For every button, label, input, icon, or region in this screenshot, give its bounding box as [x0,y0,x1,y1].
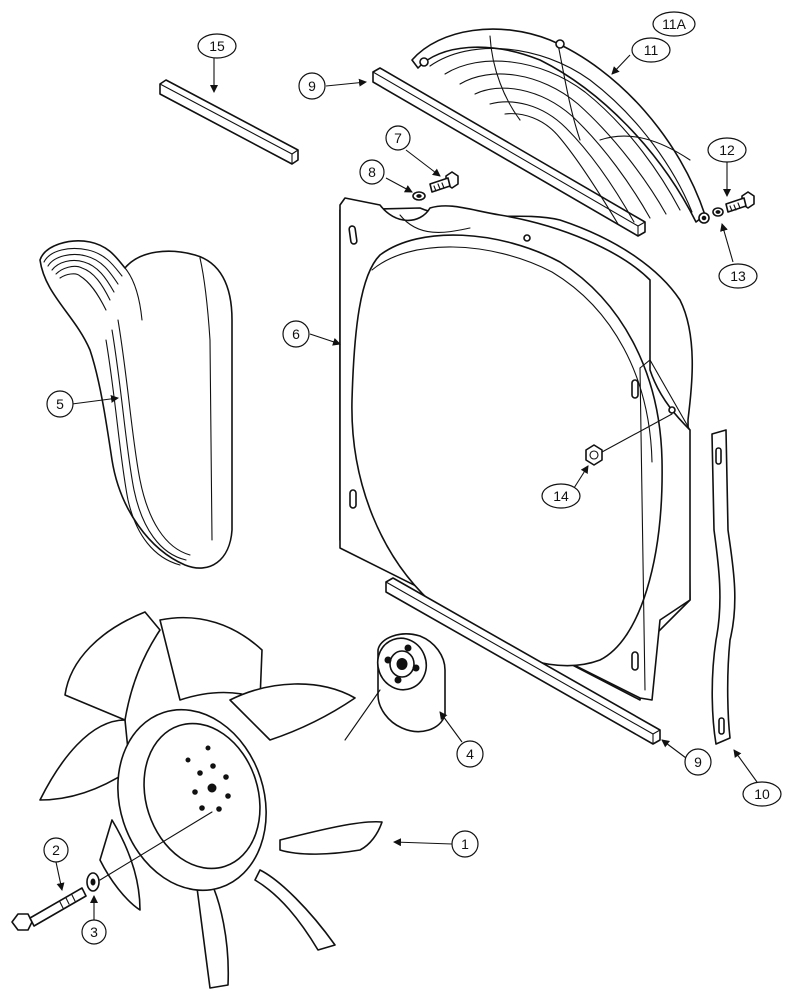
callout-9-top: 9 [298,72,326,100]
callout-4: 4 [456,740,484,768]
callout-11: 11 [631,37,671,63]
svg-text:10: 10 [754,786,770,802]
bolt-2 [11,887,87,931]
callout-1: 1 [451,830,479,858]
nut-14 [585,413,673,466]
leader-5 [71,394,119,405]
callout-15: 15 [197,33,237,59]
washer-8 [412,191,426,201]
leader-1 [393,838,453,847]
leader-8 [385,177,413,193]
bracket-10 [711,429,736,745]
svg-text:2: 2 [52,842,60,858]
callout-11a: 11A [652,11,696,37]
callout-3: 3 [81,919,107,945]
svg-text:13: 13 [730,268,746,284]
svg-text:6: 6 [292,326,300,342]
callout-10: 10 [742,781,782,807]
callout-13: 13 [718,263,758,289]
seal-strip-bottom-9 [385,577,661,745]
leader-13 [720,223,734,263]
svg-text:9: 9 [694,754,702,770]
leader-4 [439,711,463,743]
leader-6 [309,333,341,346]
drive-belt-5 [39,240,233,569]
leader-2 [55,861,65,891]
svg-text:9: 9 [308,78,316,94]
svg-text:5: 5 [56,396,64,412]
svg-text:15: 15 [209,38,225,54]
svg-text:11: 11 [644,42,659,58]
svg-text:12: 12 [719,142,735,158]
svg-text:14: 14 [553,488,569,504]
fan-1 [39,611,383,989]
fan-guard-11 [411,28,710,225]
svg-text:7: 7 [394,130,402,146]
seal-strip-top-9 [372,67,646,237]
washer-13 [712,207,724,217]
callout-8: 8 [359,159,385,185]
callout-9-bottom: 9 [684,748,712,776]
leader-9-top [325,78,367,87]
svg-text:11A: 11A [662,16,687,32]
callout-12: 12 [707,137,747,163]
svg-text:1: 1 [461,836,469,852]
leader-14 [573,465,589,489]
callout-2: 2 [43,837,69,863]
callout-6: 6 [282,320,310,348]
callout-5: 5 [46,390,74,418]
spacer-4 [344,633,446,741]
washer-3 [86,872,100,892]
callout-7: 7 [385,125,411,151]
callout-14: 14 [541,483,581,509]
svg-text:4: 4 [466,746,474,762]
leader-9-bottom [661,739,687,759]
svg-text:3: 3 [90,924,98,940]
bolt-7 [429,171,459,193]
fan-shroud-6 [339,197,694,701]
leader-10 [733,749,758,783]
filler-strip-15 [159,79,299,165]
leader-11 [611,54,631,75]
svg-text:8: 8 [368,164,376,180]
leader-lines [55,54,758,920]
leader-7 [405,149,441,177]
bolt-12 [725,191,755,213]
